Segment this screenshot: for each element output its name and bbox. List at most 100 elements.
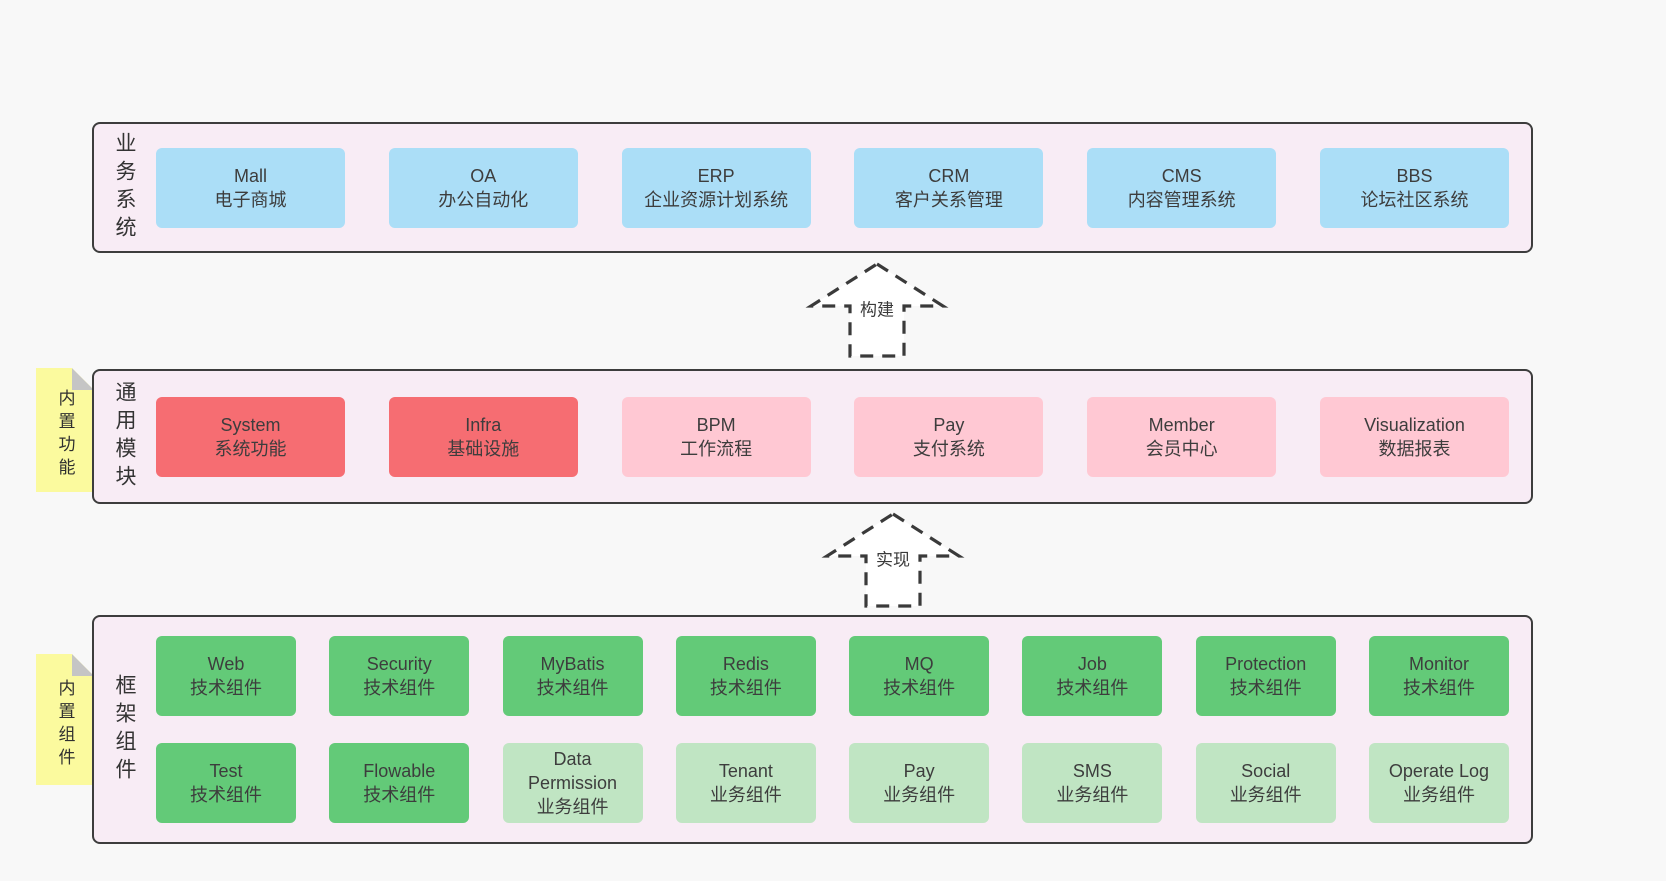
panel-common-modules-label: 通用模块 xyxy=(113,380,136,493)
box-desc: 技术组件 xyxy=(363,678,436,698)
box-desc: 业务组件 xyxy=(1229,785,1302,805)
box-name: Infra xyxy=(465,414,502,435)
box-name: Web xyxy=(207,654,245,674)
box-name: Operate Log xyxy=(1388,761,1489,781)
box-name: Pay xyxy=(933,414,965,435)
build-arrow-label: 构建 xyxy=(857,294,897,322)
box-desc: 技术组件 xyxy=(190,678,262,698)
box-desc: 技术组件 xyxy=(363,785,436,805)
box-web: Web 技术组件 xyxy=(156,636,296,716)
box-desc: 内容管理系统 xyxy=(1127,189,1236,210)
box-desc: 办公自动化 xyxy=(438,189,529,210)
box-desc: 技术组件 xyxy=(1229,678,1302,698)
box-redis: Redis 技术组件 xyxy=(675,636,816,716)
box-name: CRM xyxy=(928,165,970,186)
box-social: Social 业务组件 xyxy=(1195,743,1336,823)
box-row: Mall 电子商城 OA 办公自动化 ERP 企业资源计划系统 CRM 客户关系管理 CMS 内容… xyxy=(156,147,1509,228)
box-name: BPM xyxy=(696,414,736,435)
box-bbs: BBS 论坛社区系统 xyxy=(1319,147,1509,228)
box-operate-log: Operate Log 业务组件 xyxy=(1368,743,1509,823)
box-name: Redis xyxy=(722,654,769,674)
box-infra: Infra 基础设施 xyxy=(388,396,578,477)
box-name: Test xyxy=(209,761,243,781)
panel-framework-components-label: 框架组件 xyxy=(113,673,136,786)
box-name: System xyxy=(220,414,281,435)
note-built-in-components-label: 内置组件 xyxy=(55,678,75,771)
box-name: Security xyxy=(366,654,432,674)
box-name: Monitor xyxy=(1408,654,1469,674)
box-mq: MQ 技术组件 xyxy=(849,636,990,716)
note-built-in-features: 内置功能 xyxy=(36,368,94,492)
box-desc: 基础设施 xyxy=(447,438,520,459)
box-desc: 业务组件 xyxy=(1402,785,1475,805)
box-desc: 论坛社区系统 xyxy=(1360,189,1469,210)
box-desc: 技术组件 xyxy=(709,678,782,698)
box-desc: 电子商城 xyxy=(214,189,287,210)
box-name: Pay xyxy=(903,761,935,781)
box-name: Tenant xyxy=(718,761,773,781)
box-name: Social xyxy=(1241,761,1291,781)
box-name: ERP xyxy=(697,165,735,186)
box-protection: Protection 技术组件 xyxy=(1195,636,1336,716)
implement-arrow-label: 实现 xyxy=(873,544,913,572)
box-desc: 技术组件 xyxy=(190,785,262,805)
note-fold-icon xyxy=(72,368,94,390)
box-name: Flowable xyxy=(363,761,436,781)
box-name: Visualization xyxy=(1364,414,1465,435)
box-name: MyBatis xyxy=(540,654,605,674)
box-test: Test 技术组件 xyxy=(156,743,296,823)
box-member: Member 会员中心 xyxy=(1087,396,1277,477)
box-mybatis: MyBatis 技术组件 xyxy=(502,636,643,716)
panel-business-systems-content: Mall 电子商城 OA 办公自动化 ERP 企业资源计划系统 CRM 客户关系管理 CMS 内容… xyxy=(142,124,1531,251)
box-desc: 工作流程 xyxy=(680,438,753,459)
box-name: BBS xyxy=(1396,165,1433,186)
note-built-in-features-label: 内置功能 xyxy=(55,389,75,481)
panel-business-systems-label: 业务系统 xyxy=(113,131,136,244)
box-name: Member xyxy=(1148,414,1215,435)
box-oa: OA 办公自动化 xyxy=(388,147,578,228)
box-security: Security 技术组件 xyxy=(329,636,470,716)
box-name: CMS xyxy=(1161,165,1202,186)
implement-arrow: 实现 xyxy=(821,510,965,610)
box-desc: 技术组件 xyxy=(883,678,956,698)
box-cms: CMS 内容管理系统 xyxy=(1087,147,1277,228)
box-desc: 技术组件 xyxy=(1402,678,1475,698)
note-fold-icon xyxy=(72,654,94,676)
box-mall: Mall 电子商城 xyxy=(156,147,345,228)
box-name: MQ xyxy=(904,654,934,674)
box-desc: 业务组件 xyxy=(1056,785,1129,805)
build-arrow: 构建 xyxy=(805,260,949,360)
box-pay: Pay 业务组件 xyxy=(849,743,990,823)
box-name: Job xyxy=(1077,654,1107,674)
box-crm: CRM 客户关系管理 xyxy=(854,147,1044,228)
box-name: Mall xyxy=(233,165,267,186)
box-desc: 技术组件 xyxy=(536,678,609,698)
note-built-in-components: 内置组件 xyxy=(36,654,94,785)
box-desc: 业务组件 xyxy=(709,785,782,805)
panel-business-systems: 业务系统 Mall 电子商城 OA 办公自动化 ERP 企业资源计划系统 CRM 客户关系管理… xyxy=(92,122,1533,253)
box-name: Protection xyxy=(1225,654,1307,674)
box-tenant: Tenant 业务组件 xyxy=(675,743,816,823)
box-bpm: BPM 工作流程 xyxy=(621,396,811,477)
box-erp: ERP 企业资源计划系统 xyxy=(621,147,811,228)
box-flowable: Flowable 技术组件 xyxy=(329,743,470,823)
box-desc: 会员中心 xyxy=(1145,438,1218,459)
box-desc: 业务组件 xyxy=(883,785,956,805)
box-name: OA xyxy=(470,165,497,186)
box-desc: 企业资源计划系统 xyxy=(644,189,789,210)
box-desc: 客户关系管理 xyxy=(894,189,1003,210)
box-desc: 技术组件 xyxy=(1056,678,1129,698)
box-name: Data Permission xyxy=(528,749,618,793)
box-job: Job 技术组件 xyxy=(1022,636,1163,716)
